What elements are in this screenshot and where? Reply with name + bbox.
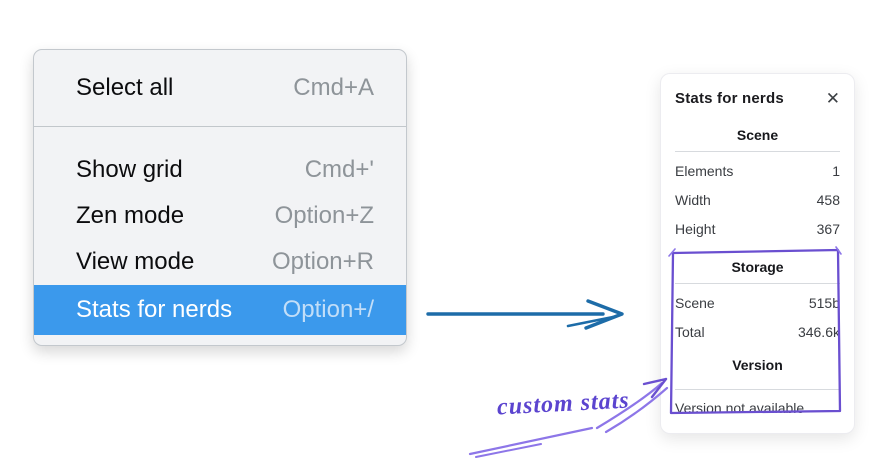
blue-arrow-head-extra [566, 315, 615, 328]
menu-group-bottom: Show grid Cmd+' Zen mode Option+Z View m… [34, 127, 406, 345]
blue-arrow [426, 299, 624, 330]
menu-item-label: Stats for nerds [76, 296, 233, 323]
menu-group-top: Select all Cmd+A [34, 50, 406, 126]
menu-item-label: Show grid [76, 156, 183, 183]
stat-row-height: Height 367 [675, 215, 840, 244]
stat-row-total-size: Total 346.6k [675, 318, 840, 347]
scene-section: Scene Elements 1 Width 458 Height 367 [675, 122, 840, 244]
menu-item-zen-mode[interactable]: Zen mode Option+Z [34, 193, 406, 239]
version-note: Version not available [675, 400, 805, 416]
sketch-underline-1 [468, 426, 594, 456]
stat-value: 458 [816, 192, 840, 208]
stat-label: Total [675, 324, 705, 340]
version-section: Version Version not available [675, 352, 840, 421]
stat-label: Elements [675, 163, 734, 179]
menu-item-label: Zen mode [76, 202, 185, 229]
blue-arrow-head [584, 299, 624, 330]
sketch-underline-2 [475, 443, 542, 458]
menu-item-shortcut: Option+Z [274, 202, 374, 229]
version-section-header: Version [732, 357, 783, 373]
menu-item-shortcut: Option+/ [282, 296, 374, 323]
stats-panel-header: Stats for nerds ✕ [675, 86, 840, 110]
stats-panel-title: Stats for nerds [675, 89, 784, 107]
stat-value: 1 [832, 163, 840, 179]
sketch-underline [468, 426, 594, 458]
menu-item-select-all[interactable]: Select all Cmd+A [34, 50, 406, 126]
annotation-label: custom stats [496, 387, 631, 421]
storage-section: Storage Scene 515b Total 346.6k [675, 254, 840, 347]
stat-row-scene-size: Scene 515b [675, 289, 840, 318]
menu-item-view-mode[interactable]: View mode Option+R [34, 239, 406, 285]
stat-label: Height [675, 221, 716, 237]
menu-item-shortcut: Cmd+A [293, 74, 374, 101]
stat-value: 346.6k [797, 324, 840, 340]
menu-item-stats-for-nerds[interactable]: Stats for nerds Option+/ [34, 285, 406, 335]
stat-value: 515b [808, 295, 840, 311]
storage-section-header: Storage [731, 259, 784, 275]
divider [675, 389, 840, 390]
menu-item-shortcut: Cmd+' [304, 156, 374, 183]
menu-item-shortcut: Option+R [271, 248, 374, 275]
scene-section-header: Scene [736, 127, 779, 143]
stat-label: Width [675, 192, 711, 208]
stat-label: Scene [675, 295, 715, 311]
stat-row-width: Width 458 [675, 186, 840, 215]
menu-item-show-grid[interactable]: Show grid Cmd+' [34, 147, 406, 193]
close-icon[interactable]: ✕ [825, 88, 840, 108]
context-menu: Select all Cmd+A Show grid Cmd+' Zen mod… [33, 49, 407, 346]
menu-item-label: Select all [76, 74, 174, 101]
menu-divider [34, 126, 406, 127]
divider [675, 151, 840, 152]
stat-row-elements: Elements 1 [675, 157, 840, 186]
stats-panel: Stats for nerds ✕ Scene Elements 1 Width… [660, 73, 855, 434]
stat-value: 367 [816, 221, 840, 237]
menu-item-label: View mode [76, 248, 195, 275]
divider [675, 283, 840, 284]
